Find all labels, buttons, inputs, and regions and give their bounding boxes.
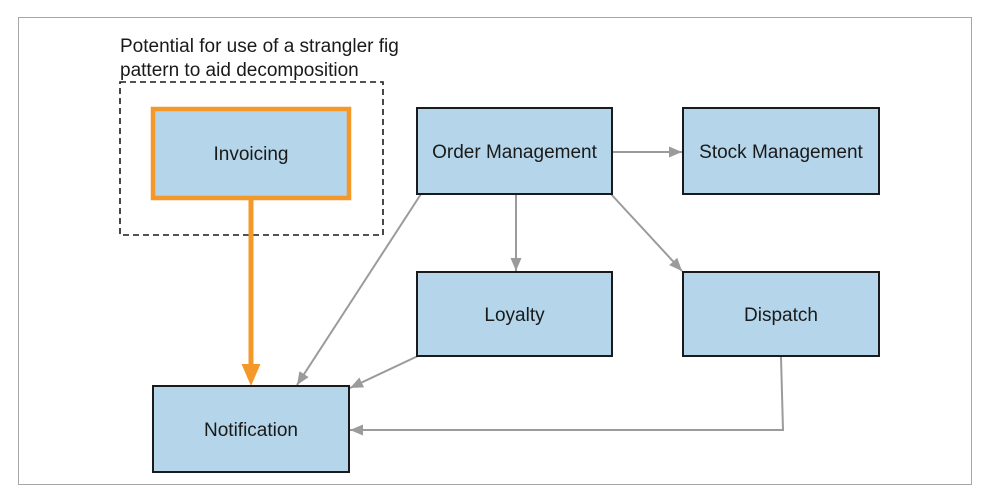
strangler-fig-boundary xyxy=(119,81,384,236)
notification-label: Notification xyxy=(204,420,298,441)
diagram-frame xyxy=(18,17,972,485)
dispatch-label: Dispatch xyxy=(744,305,818,326)
stock-management-box xyxy=(682,107,880,195)
loyalty-box xyxy=(416,271,613,357)
node-dispatch: Dispatch xyxy=(682,271,880,357)
invoicing-box xyxy=(150,106,352,201)
arrow-dispatch-to-notification xyxy=(350,356,785,436)
dispatch-box xyxy=(682,271,880,357)
arrowhead-invoicing-to-notification xyxy=(241,364,261,386)
notification-box xyxy=(152,385,350,473)
node-order-management: Order Management xyxy=(416,107,613,195)
arrow-loyalty-to-notification xyxy=(349,354,421,389)
node-invoicing: Invoicing xyxy=(150,106,352,201)
arrow-order-management-to-dispatch xyxy=(609,192,683,272)
order-management-box xyxy=(416,107,613,195)
arrow-order-management-to-notification xyxy=(296,193,422,386)
node-stock-management: Stock Management xyxy=(682,107,880,195)
loyalty-label: Loyalty xyxy=(484,305,545,326)
node-notification: Notification xyxy=(152,385,350,473)
node-loyalty: Loyalty xyxy=(416,271,613,357)
invoicing-label: Invoicing xyxy=(214,144,289,165)
order-management-label: Order Management xyxy=(432,142,597,163)
annotation-line-1: Potential for use of a strangler fig xyxy=(120,36,399,57)
annotation-line-2: pattern to aid decomposition xyxy=(120,60,359,81)
stock-management-label: Stock Management xyxy=(699,142,863,163)
